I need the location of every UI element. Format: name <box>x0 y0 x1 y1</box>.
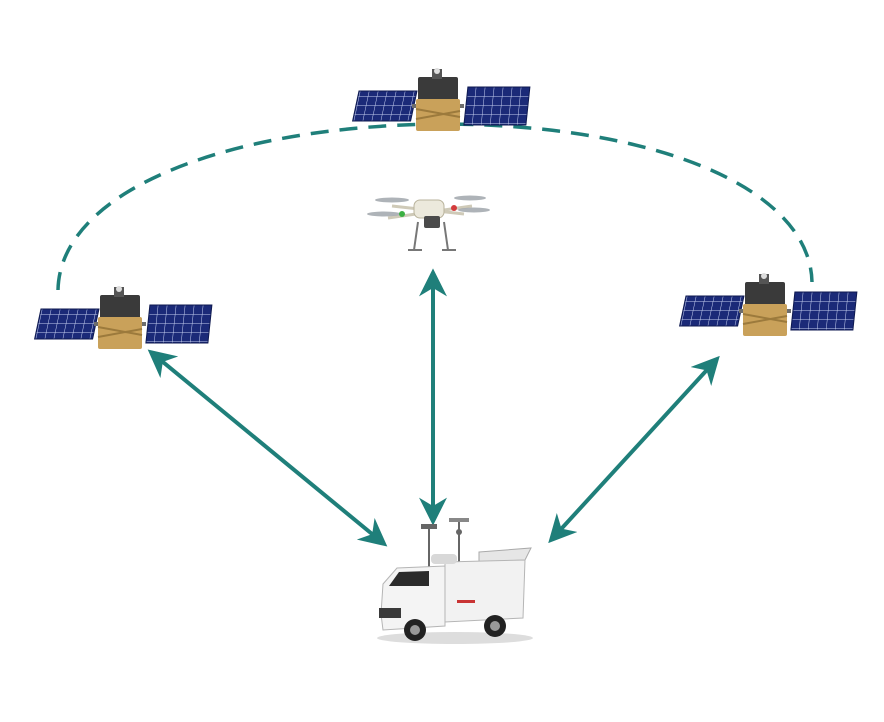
orbit-arc <box>56 122 814 291</box>
link-arrow-right-satellite <box>548 355 720 544</box>
vehicle-icon <box>377 518 533 644</box>
link-arrow-left-satellite <box>147 349 388 547</box>
satellite-icon <box>678 271 858 338</box>
satellite-icon <box>351 66 531 133</box>
drone-icon <box>367 195 490 251</box>
satellite-icon <box>33 284 213 351</box>
